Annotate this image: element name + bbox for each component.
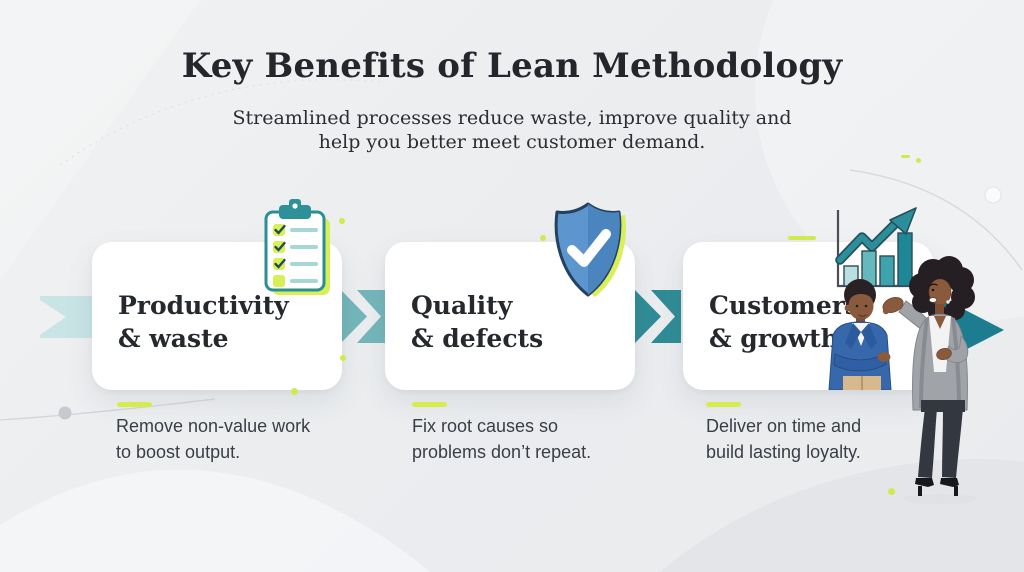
lime-dot [340,355,346,361]
card-title-line-1: Productivity [118,291,289,320]
card-title-line-2: & growth [709,323,839,353]
desc-line-1: Deliver on time and [706,416,862,436]
thin-line-bottom-left [0,398,216,421]
lime-underline [117,402,152,407]
lime-dot [291,388,298,395]
check-row [273,258,318,270]
check-row [273,241,318,253]
desc-line-2: build lasting loyalty. [706,441,861,462]
card-title-line-1: Quality [411,291,513,320]
subtitle-line-1: Streamlined processes reduce waste, impr… [232,107,792,129]
business-presenters-illustration [828,256,976,504]
streak-top-left [0,0,200,280]
lime-underline [706,402,741,407]
woman-figure [882,256,975,496]
page-title: Key Benefits of Lean Methodology [181,46,843,86]
desc-line-2: to boost output. [116,441,241,462]
man-figure [828,279,892,390]
lime-dot [888,488,895,495]
gray-node-dot [58,406,72,420]
desc-line-1: Fix root causes so [412,416,559,436]
arrow-1-icon [341,290,387,343]
desc-line-1: Remove non-value work [116,416,311,436]
dotted-arc-top-left [59,79,381,166]
ground-shadow [904,494,976,504]
subtitle-line-2: help you better meet customer demand. [318,131,706,154]
lime-dash [901,155,910,158]
card-title-line-1: Customers [709,291,859,320]
shield-check-icon [554,202,626,297]
arrow-2-icon [635,290,681,343]
thin-arc-top-right [849,169,1023,271]
desc-line-2: problems don’t repeat. [412,441,592,462]
page-subtitle: Streamlined processes reduce waste, impr… [0,106,1024,155]
white-node-dot [984,186,1002,204]
lime-dot [916,158,921,163]
lime-dash [788,236,816,240]
card-title: Productivity & waste [118,290,289,355]
clipboard-checklist-icon [264,199,330,295]
card-title: Quality & defects [411,290,543,355]
card-description: Deliver on time and build lasting loyalt… [706,414,946,465]
card-title: Customers & growth [709,290,859,355]
card-description: Remove non-value work to boost output. [116,414,356,465]
card-description: Fix root causes so problems don’t repeat… [412,414,652,465]
lime-underline [412,402,447,407]
growth-chart-icon [835,207,922,288]
ribbon-start [40,296,92,338]
swoosh-top-right [755,0,1024,320]
card-title-line-2: & waste [118,323,229,353]
lime-dot [540,235,546,241]
card-title-line-2: & defects [411,323,544,353]
empty-row [273,275,318,287]
swoosh-bottom-left [0,469,430,572]
lime-dot [339,218,345,224]
swoosh-bottom-right [660,458,1024,572]
check-row [273,224,318,236]
card-quality-defects: Quality & defects [385,242,635,390]
